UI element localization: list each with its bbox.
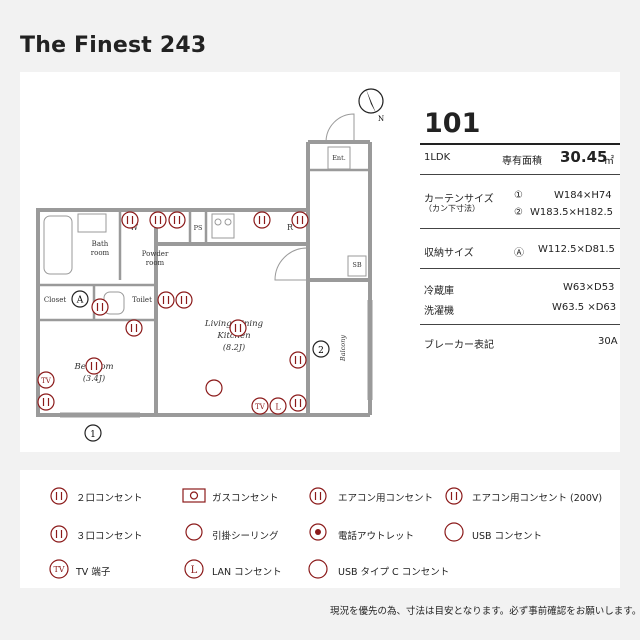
- legend-tv-icon-text: TV: [53, 565, 64, 574]
- tv-terminal-icon: [37, 371, 55, 389]
- closet-label: Closet: [44, 296, 67, 304]
- legend-outlet-2-icon: [50, 487, 68, 505]
- legend-usb-icon: [444, 522, 464, 542]
- unit-number: 101: [424, 108, 481, 139]
- legend-outlet-2-label: ２口コンセント: [76, 493, 143, 504]
- powder-label-1: Powder: [142, 250, 169, 258]
- legend-gas-icon: [182, 488, 206, 503]
- area-unit: ㎡: [604, 156, 614, 167]
- closet-a-marker-text: A: [76, 296, 84, 306]
- divider: [420, 174, 620, 175]
- interior-door: [274, 247, 308, 281]
- entrance-label: Ent.: [332, 154, 346, 162]
- divider: [420, 143, 620, 145]
- walls: [36, 140, 372, 417]
- bath-label-2: room: [91, 249, 110, 257]
- page-title: The Finest 243: [20, 33, 207, 58]
- breaker-value: 30A: [598, 336, 618, 347]
- legend-outlet-3-icon: [50, 525, 68, 543]
- divider: [420, 324, 620, 325]
- curtain-sub: （カン下寸法）: [424, 204, 480, 213]
- lan-icon-text: L: [275, 403, 281, 412]
- legend-phone-label: 電話アウトレット: [338, 531, 415, 542]
- storage-value: W112.5×D81.5: [538, 244, 615, 255]
- legend-usbc-label: USB タイプ C コンセント: [338, 567, 450, 578]
- windows: [60, 300, 373, 418]
- curtain-mark-2: ②: [514, 207, 523, 218]
- shoebox-label: SB: [352, 261, 361, 269]
- partitions: [38, 168, 370, 322]
- curtain-label: カーテンサイズ: [424, 194, 494, 205]
- legend-phone-icon: [309, 523, 327, 541]
- legend-ac200-label: エアコン用コンセント (200V): [472, 493, 603, 504]
- window-2-marker-icon: [312, 340, 330, 358]
- legend-ac-icon: [309, 487, 327, 505]
- washer-label: 洗濯機: [424, 306, 454, 317]
- legend-ac-label: エアコン用コンセント: [338, 493, 434, 504]
- fridge-label: 冷蔵庫: [424, 286, 454, 297]
- area-value: 30.45: [560, 148, 608, 166]
- legend-gas-label: ガスコンセント: [212, 493, 279, 504]
- legend-tv-icon: [49, 559, 69, 579]
- legend-usbc-icon: [308, 559, 328, 579]
- disclaimer-note: 現況を優先の為、寸法は目安となります。必ず事前確認をお願いします。: [330, 606, 640, 617]
- storage-mark: Ⓐ: [514, 248, 524, 259]
- storage-label: 収納サイズ: [424, 248, 474, 259]
- legend-lan-icon-text: L: [191, 565, 198, 576]
- curtain-value-2: W183.5×H182.5: [530, 207, 614, 218]
- breaker-label: ブレーカー表記: [424, 340, 494, 351]
- legend-usb-label: USB コンセント: [472, 531, 543, 542]
- legend-lan-icon: [184, 559, 204, 579]
- living-size: (8.2J): [223, 343, 245, 352]
- ceiling-hook-icon: [205, 379, 223, 397]
- powder-label-2: room: [146, 259, 165, 267]
- shoebox-box: [347, 255, 367, 277]
- tv-icon-text: TV: [255, 403, 266, 411]
- ps-label: PS: [194, 224, 203, 232]
- lan-outlet-icon: [269, 397, 287, 415]
- entrance-door: [325, 113, 355, 143]
- toilet-label: Toilet: [132, 296, 152, 304]
- fridge-value: W63×D53: [563, 282, 615, 293]
- curtain-mark-1: ①: [514, 190, 523, 201]
- compass-letter: N: [378, 115, 384, 123]
- layout-type: 1LDK: [424, 152, 451, 163]
- legend-ac200-icon: [445, 487, 463, 505]
- bedroom-size: (3.4J): [83, 374, 105, 383]
- entrance-box: [327, 146, 351, 170]
- tv-terminal-icon: [251, 397, 269, 415]
- living-label-2: Kitchen: [216, 331, 250, 341]
- divider: [420, 228, 620, 229]
- legend-outlet-3-label: ３口コンセント: [76, 531, 143, 542]
- stove: [211, 213, 235, 239]
- legend-tv-label: TV 端子: [76, 567, 111, 578]
- window-2-marker-text: 2: [318, 346, 324, 356]
- bath-sink: [77, 213, 107, 233]
- bathtub: [43, 215, 73, 275]
- legend-ceiling-icon: [185, 523, 203, 541]
- burner-icon: [214, 218, 222, 226]
- legend-ceiling-label: 引掛シーリング: [212, 531, 279, 542]
- closet-a-marker-icon: [71, 290, 89, 308]
- area-label: 専有面積: [502, 156, 542, 167]
- burner-icon: [224, 218, 232, 226]
- divider: [420, 268, 620, 269]
- curtain-value-1: W184×H74: [554, 190, 612, 201]
- window-1-marker-icon: [84, 424, 102, 442]
- tv-icon-text: TV: [41, 377, 52, 385]
- balcony-label: Balcony: [339, 335, 347, 362]
- washer-mark: W: [130, 223, 139, 232]
- compass-icon: N: [358, 88, 384, 123]
- legend-lan-label: LAN コンセント: [212, 567, 282, 578]
- bath-label-1: Bath: [92, 240, 109, 248]
- window-1-marker-text: 1: [90, 430, 96, 440]
- washer-value: W63.5 ×D63: [552, 302, 617, 313]
- fridge-mark: R: [287, 223, 294, 232]
